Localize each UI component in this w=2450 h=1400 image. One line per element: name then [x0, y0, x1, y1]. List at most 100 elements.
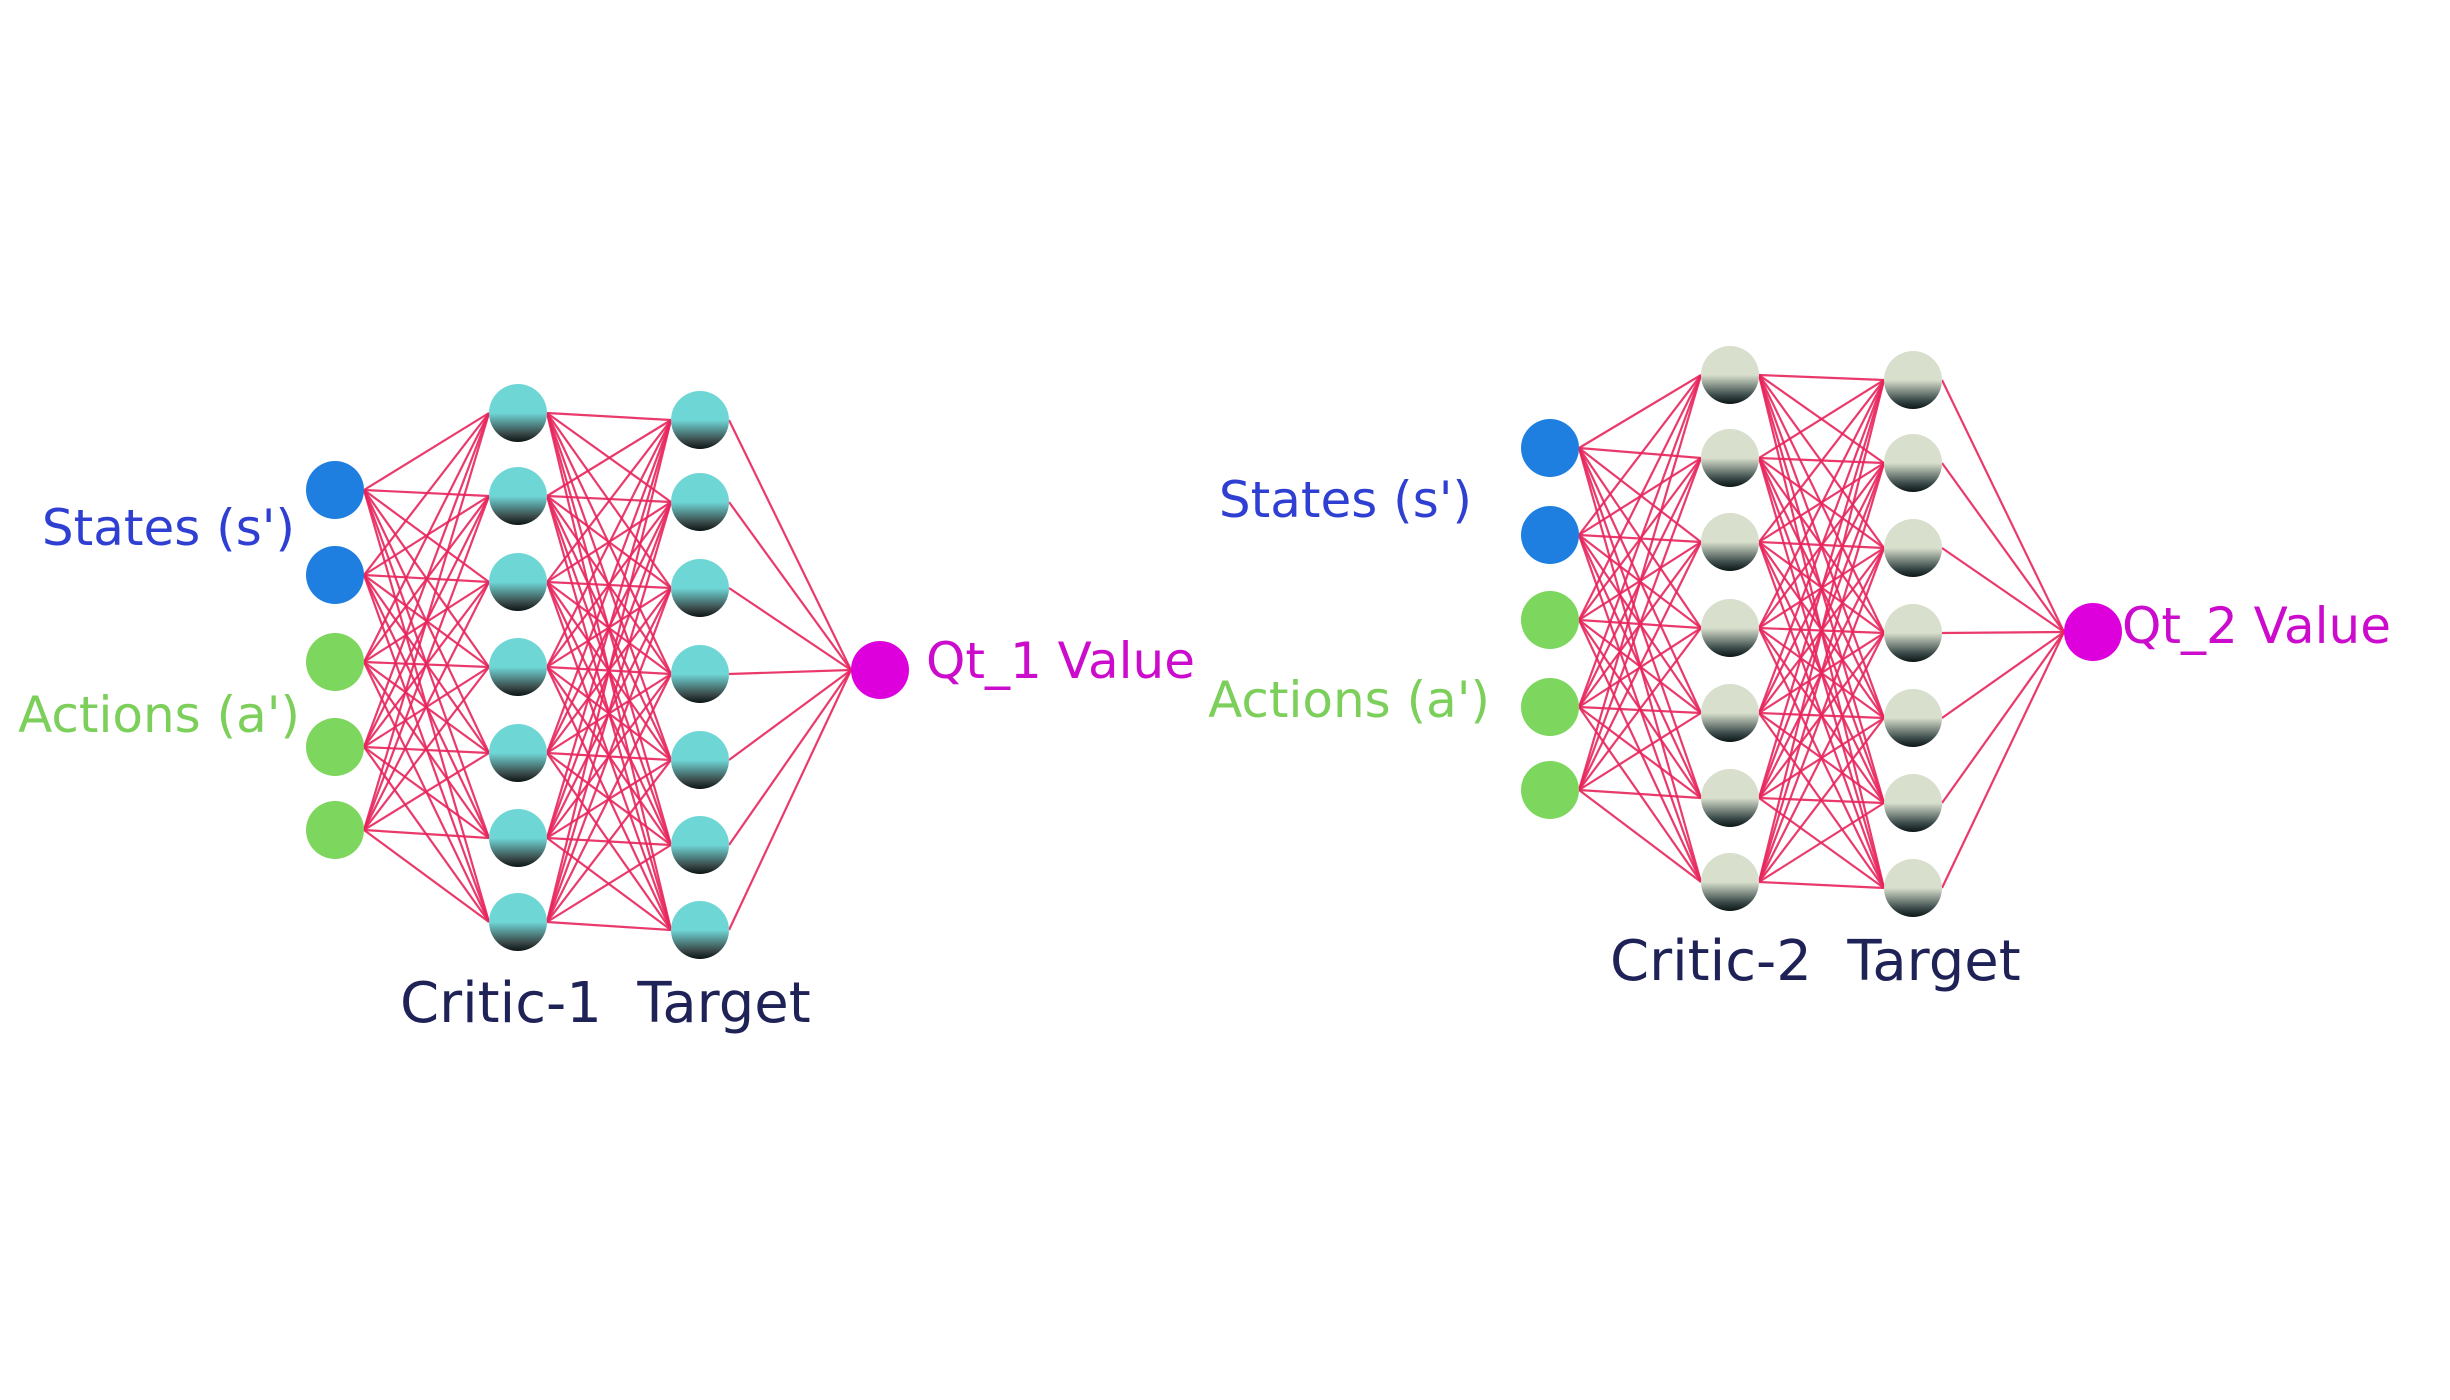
critic-1-edge-h2-out — [728, 669, 852, 931]
critic-2-hidden2-node — [1884, 689, 1942, 747]
critic-1-hidden1-node — [489, 809, 547, 867]
critic-2-edge-in-h1 — [1577, 457, 1703, 791]
critic-1-edge-in-h1 — [362, 412, 491, 748]
critic-2-actions-label: Actions (a') — [1208, 671, 1490, 729]
critic-1-hidden2-node — [671, 816, 729, 874]
critic-1-edge-h1-h2 — [546, 419, 672, 497]
critic-2-edge-h1-h2 — [1758, 802, 1885, 883]
critic-2-hidden1-node — [1701, 853, 1759, 911]
critic-2-hidden1-node — [1701, 429, 1759, 487]
critic-1-actions-label: Actions (a') — [18, 686, 300, 744]
critic-1-nodes — [306, 384, 909, 959]
critic-2-edge-in-h1 — [1578, 712, 1702, 791]
critic-1-hidden1-node — [489, 893, 547, 951]
critic-2-edge-h1-h2 — [1758, 379, 1885, 629]
critic-1-state-node — [306, 461, 364, 519]
critic-1-edge-in-h1 — [363, 752, 490, 831]
critic-2-nodes — [1521, 346, 2122, 917]
critic-1-state-node — [306, 546, 364, 604]
critic-2-edge-h1-h2 — [1758, 373, 1885, 382]
critic-1-hidden2-node — [671, 559, 729, 617]
critic-2-output-label: Qt_2 Value — [2122, 597, 2391, 655]
critic-2-edge-h1-h2 — [1758, 379, 1885, 459]
critic-1-action-node — [306, 801, 364, 859]
critic-1-action-node — [306, 718, 364, 776]
critic-1-hidden1-node — [489, 638, 547, 696]
critic-2-edge-in-h1 — [1578, 788, 1702, 800]
critic-1-edge-h1-h2 — [546, 759, 672, 923]
critic-2-edge-h1-h2 — [1758, 632, 1885, 883]
critic-2-edge-in-h1 — [1578, 541, 1702, 791]
critic-1-action-node — [306, 633, 364, 691]
critic-2-edge-h1-h2 — [1758, 379, 1885, 543]
critic-2-title: Critic-2 Target — [1610, 929, 2021, 994]
critic-2-action-node — [1521, 591, 1579, 649]
critic-1-hidden2-node — [671, 391, 729, 449]
critic-1-edge-h1-h2 — [545, 419, 673, 923]
critic-2-state-node — [1521, 419, 1579, 477]
critic-2-action-node — [1521, 678, 1579, 736]
critic-2-network: States (s') Actions (a') Qt_2 Value Crit… — [1208, 346, 2391, 994]
critic-1-edge-h1-h2 — [545, 419, 673, 754]
critic-1-edge-h1-h2 — [545, 419, 673, 839]
critic-1-hidden2-node — [671, 901, 729, 959]
critic-1-edges — [362, 411, 852, 932]
critic-1-edge-h2-out — [728, 501, 852, 671]
critic-2-output-node — [2064, 603, 2122, 661]
critic-1-edge-in-h1 — [362, 412, 491, 831]
critic-1-edge-in-h1 — [363, 829, 490, 923]
critic-2-hidden1-node — [1701, 346, 1759, 404]
critic-2-edge-in-h1 — [1578, 374, 1702, 536]
critic-2-edge-in-h1 — [1577, 374, 1703, 708]
critic-2-edge-in-h1 — [1578, 447, 1702, 543]
critic-2-edge-h2-out — [1941, 379, 2065, 633]
critic-2-edge-in-h1 — [1578, 627, 1702, 791]
critic-1-title: Critic-1 Target — [400, 971, 811, 1036]
critic-2-state-node — [1521, 506, 1579, 564]
critic-1-edge-in-h1 — [363, 581, 490, 831]
critic-2-edge-h1-h2 — [1757, 462, 1886, 883]
critic-1-hidden1-node — [489, 553, 547, 611]
critic-2-edge-h1-h2 — [1758, 880, 1885, 890]
critic-2-edge-h2-out — [1941, 631, 2065, 719]
critic-2-edge-h1-h2 — [1758, 717, 1885, 883]
critic-2-hidden1-node — [1701, 769, 1759, 827]
critic-1-states-label: States (s') — [42, 499, 295, 557]
critic-2-hidden2-node — [1884, 859, 1942, 917]
critic-1-edge-h1-h2 — [546, 419, 672, 668]
critic-2-edge-h1-h2 — [1757, 379, 1886, 799]
critic-1-hidden2-node — [671, 645, 729, 703]
critic-2-hidden2-node — [1884, 774, 1942, 832]
critic-1-edge-h2-out — [728, 669, 852, 846]
critic-2-edge-h1-h2 — [1757, 379, 1886, 883]
critic-2-edge-h2-out — [1941, 462, 2065, 633]
critic-2-edge-h2-out — [1941, 631, 2065, 804]
critic-2-edge-in-h1 — [1578, 789, 1702, 883]
critic-1-edge-h1-h2 — [546, 920, 672, 932]
critic-2-edge-in-h1 — [1577, 374, 1703, 791]
critic-2-states-label: States (s') — [1219, 471, 1472, 529]
critic-1-edge-h1-h2 — [546, 673, 672, 923]
critic-2-hidden2-node — [1884, 351, 1942, 409]
critic-1-edge-h2-out — [728, 587, 852, 671]
critic-2-edge-in-h1 — [1578, 374, 1702, 621]
critic-2-edge-in-h1 — [1578, 446, 1702, 460]
critic-1-edge-in-h1 — [363, 828, 490, 840]
critic-1-hidden2-node — [671, 473, 729, 531]
critic-2-edge-h2-out — [1941, 631, 2065, 889]
critic-2-edges — [1577, 373, 2065, 890]
critic-1-hidden1-node — [489, 384, 547, 442]
critic-1-edge-h1-h2 — [546, 419, 672, 583]
critic-1-output-node — [851, 641, 909, 699]
critic-2-edge-in-h1 — [1578, 374, 1702, 449]
critic-2-hidden2-node — [1884, 604, 1942, 662]
critic-1-edge-h1-h2 — [546, 411, 672, 422]
critic-1-edge-h2-out — [728, 669, 852, 761]
critic-1-edge-in-h1 — [362, 495, 491, 831]
critic-2-hidden2-node — [1884, 434, 1942, 492]
critic-1-edge-h2-out — [728, 419, 852, 671]
critic-1-output-label: Qt_1 Value — [926, 632, 1195, 690]
critic-1-edge-h2-out — [728, 668, 852, 676]
critic-2-edge-h1-h2 — [1757, 547, 1886, 883]
critic-2-edge-h2-out — [1941, 547, 2065, 633]
